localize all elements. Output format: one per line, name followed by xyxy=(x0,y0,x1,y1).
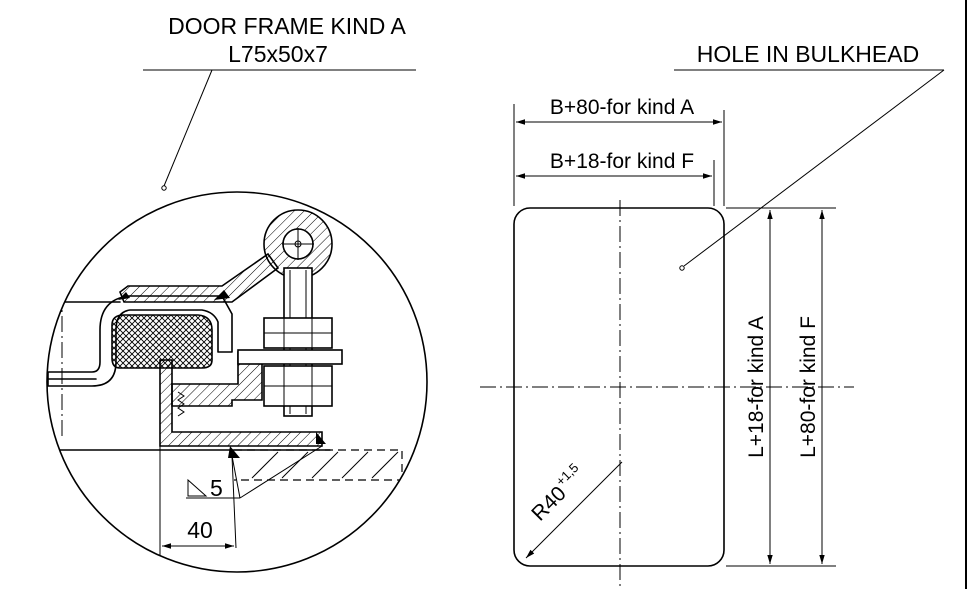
hinge-arm xyxy=(119,252,280,303)
dim-height-a-label: L+18-for kind A xyxy=(745,316,768,458)
washer xyxy=(237,349,343,365)
frame-title-label: DOOR FRAME KIND A xyxy=(168,13,406,39)
radius-label: R40 xyxy=(527,482,571,526)
detail-view: DOOR FRAME KIND A L75x50x7 xyxy=(46,13,428,573)
frame-leader-line xyxy=(163,69,213,187)
bulkhead-hatch-dashed xyxy=(234,449,403,481)
radius-leader xyxy=(525,461,623,559)
weld-triangle-icon xyxy=(187,478,208,497)
hole-leader-line xyxy=(683,69,945,267)
door-frame-angle xyxy=(159,359,323,447)
dim-width-f-label: B+18-for kind F xyxy=(550,150,694,173)
door-frame-web xyxy=(171,351,263,407)
detail-circle xyxy=(46,191,428,573)
weld-size-label: 5 xyxy=(210,475,223,501)
dim-width-a-label: B+80-for kind A xyxy=(550,96,694,119)
hole-title-label: HOLE IN BULKHEAD xyxy=(697,41,919,67)
hole-view: HOLE IN BULKHEAD B+80-for kind A B+18-fo… xyxy=(480,41,945,589)
rubber-gasket xyxy=(111,314,213,369)
radius-tolerance-label: +1,5 xyxy=(553,460,582,489)
hole-leader-dot xyxy=(679,265,685,271)
dim-40-label: 40 xyxy=(187,517,213,543)
frame-leader-dot xyxy=(161,185,167,191)
frame-profile-label: L75x50x7 xyxy=(228,41,328,67)
dim-height-f-label: L+80-for kind F xyxy=(797,316,820,458)
